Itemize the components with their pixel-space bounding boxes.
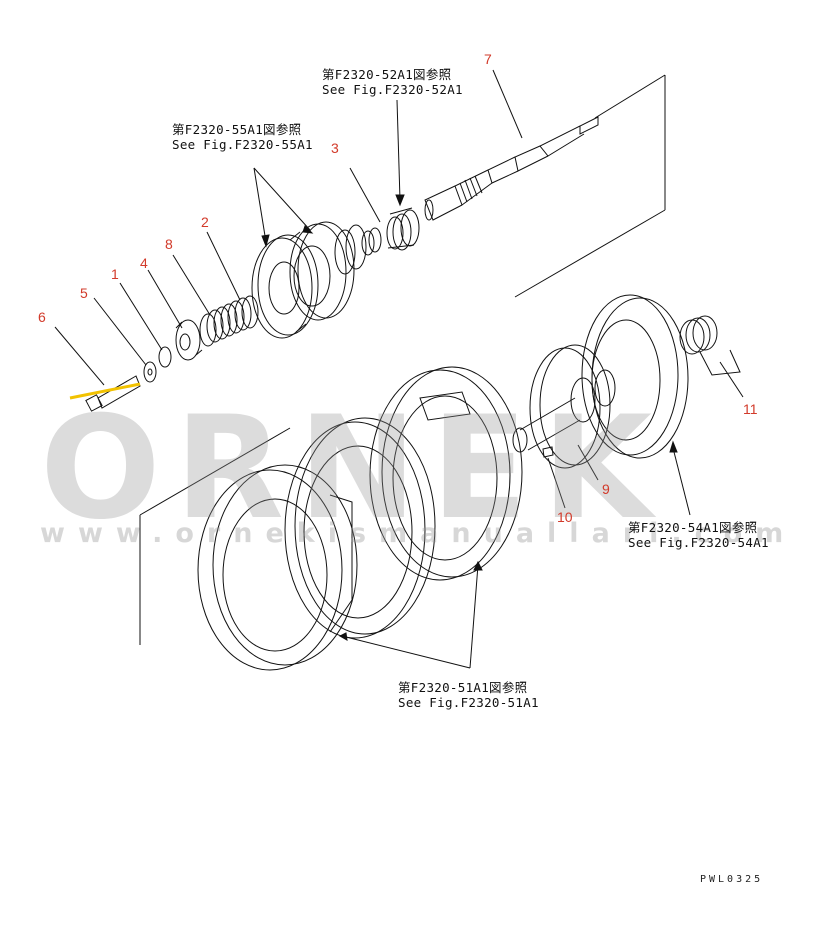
- front-housing: [197, 464, 358, 671]
- callout-5: 5: [80, 285, 88, 301]
- part-10-pin: [542, 446, 554, 458]
- assembly-frame-lines: [139, 74, 666, 645]
- reference-f2320-52a1: 第F2320-52A1図参照 See Fig.F2320-52A1: [322, 67, 463, 97]
- watermark-url: www.ornekismanuallari.com: [40, 518, 797, 549]
- reference-en: See Fig.F2320-51A1: [398, 695, 539, 710]
- reference-jp: 第F2320-55A1図参照: [172, 122, 302, 137]
- callout-7: 7: [484, 51, 492, 67]
- part-2-housing-disc: [251, 221, 355, 339]
- callout-2: 2: [201, 214, 209, 230]
- reference-f2320-51a1: 第F2320-51A1図参照 See Fig.F2320-51A1: [398, 680, 539, 710]
- callout-6: 6: [38, 309, 46, 325]
- middle-housing: [369, 366, 523, 581]
- clutch-plate: [581, 294, 689, 459]
- part-5-washer: [143, 361, 157, 383]
- part-3-gear-assembly: [334, 207, 420, 275]
- callout-10: 10: [557, 509, 573, 525]
- part-8-spring: [199, 295, 259, 347]
- reference-en: See Fig.F2320-54A1: [628, 535, 769, 550]
- ring-gear: [284, 417, 436, 639]
- reference-f2320-54a1: 第F2320-54A1図参照 See Fig.F2320-54A1: [628, 520, 769, 550]
- drawing-code: PWL0325: [700, 874, 764, 885]
- callout-1: 1: [111, 266, 119, 282]
- part-9-carrier-hub: [512, 344, 616, 469]
- watermark-logo: ORNEK: [40, 386, 666, 551]
- callout-3: 3: [331, 140, 339, 156]
- reference-jp: 第F2320-51A1図参照: [398, 680, 528, 695]
- leader-lines: [54, 69, 744, 669]
- callout-8: 8: [165, 236, 173, 252]
- callout-11: 11: [743, 401, 758, 417]
- part-6-bolt: [69, 375, 141, 412]
- reference-f2320-55a1: 第F2320-55A1図参照 See Fig.F2320-55A1: [172, 122, 313, 152]
- part-11-seal-rings: [679, 315, 741, 376]
- reference-en: See Fig.F2320-55A1: [172, 137, 313, 152]
- part-4-retainer: [175, 319, 203, 361]
- reference-jp: 第F2320-52A1図参照: [322, 67, 452, 82]
- callout-9: 9: [602, 481, 610, 497]
- part-1-washer: [158, 346, 172, 368]
- callout-4: 4: [140, 255, 148, 271]
- reference-jp: 第F2320-54A1図参照: [628, 520, 758, 535]
- part-7-shaft: [424, 116, 599, 221]
- reference-en: See Fig.F2320-52A1: [322, 82, 463, 97]
